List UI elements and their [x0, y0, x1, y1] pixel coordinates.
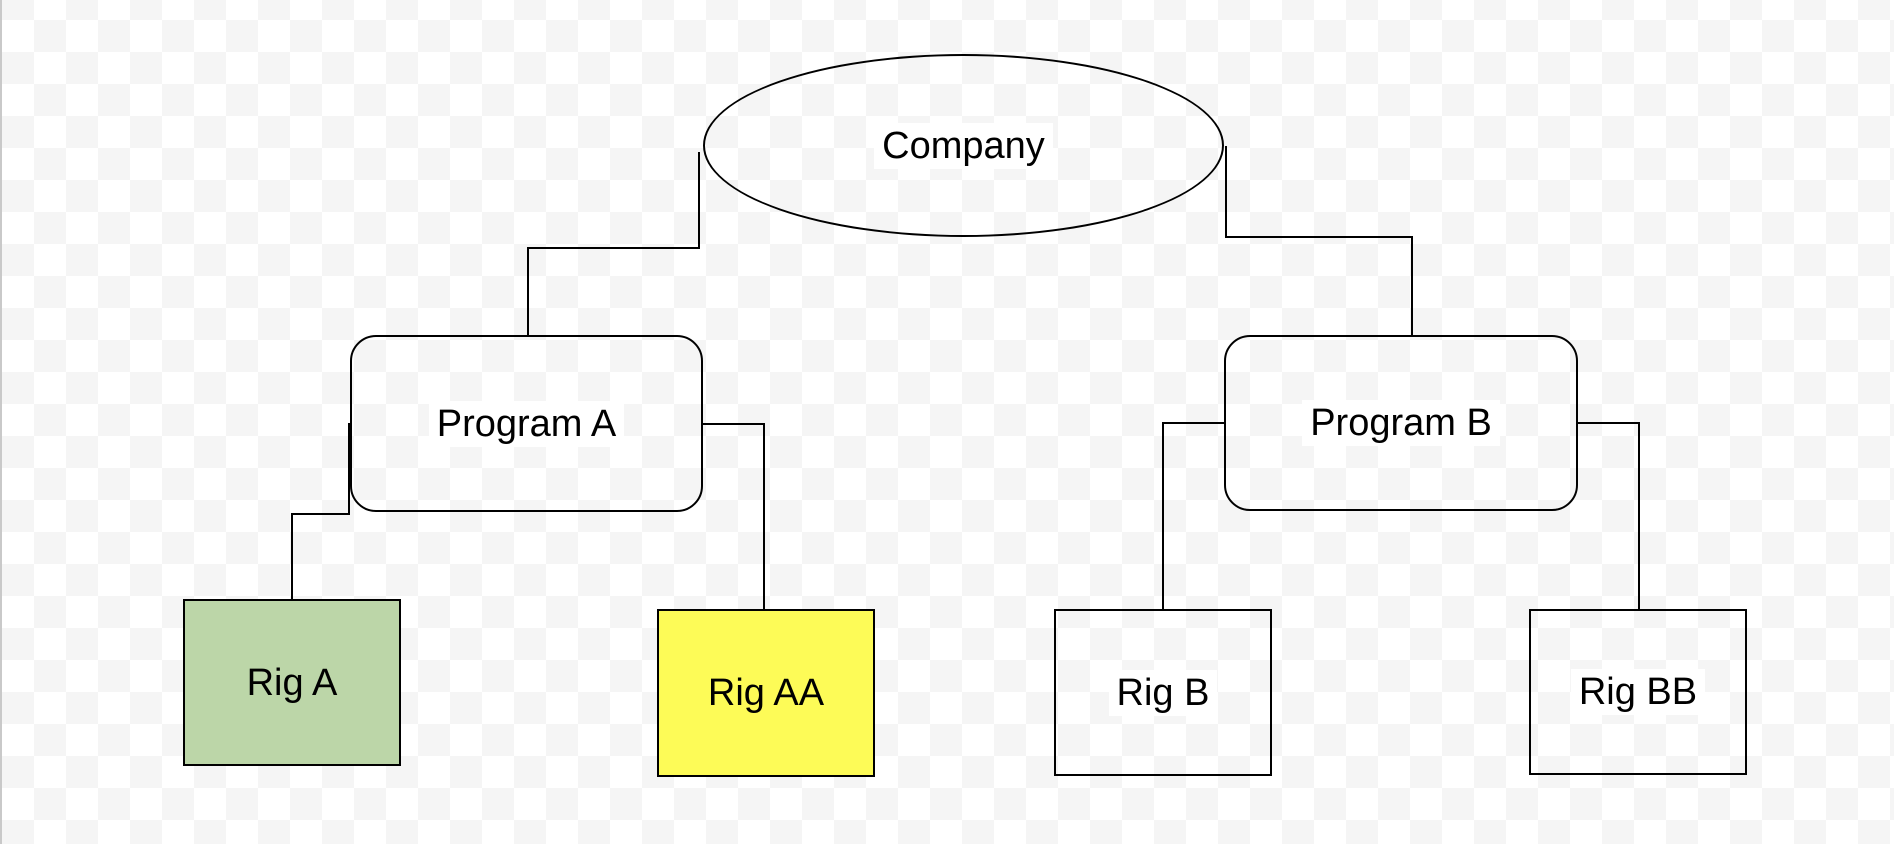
node-rig-aa-label: Rig AA — [707, 672, 825, 714]
node-rig-b: Rig B — [1054, 609, 1272, 776]
connector-company-program-a — [527, 152, 700, 336]
connector-program-b-rig-b — [1162, 422, 1225, 610]
node-program-a: Program A — [350, 335, 703, 512]
node-company-label: Company — [874, 122, 1053, 169]
connector-program-a-rig-a — [291, 423, 350, 600]
node-rig-bb: Rig BB — [1529, 609, 1747, 775]
canvas-left-edge — [0, 0, 2, 844]
node-rig-aa: Rig AA — [657, 609, 875, 777]
node-program-b-label: Program B — [1302, 400, 1500, 446]
connector-program-b-rig-bb — [1577, 422, 1640, 610]
node-rig-a: Rig A — [183, 599, 401, 766]
node-program-a-label: Program A — [428, 400, 625, 447]
node-program-b: Program B — [1224, 335, 1578, 511]
node-company: Company — [703, 54, 1224, 237]
connector-company-program-b — [1225, 146, 1413, 336]
connector-program-a-rig-aa — [702, 423, 765, 610]
node-rig-b-label: Rig B — [1108, 669, 1218, 716]
node-rig-a-label: Rig A — [246, 661, 338, 704]
node-rig-bb-label: Rig BB — [1570, 669, 1706, 715]
